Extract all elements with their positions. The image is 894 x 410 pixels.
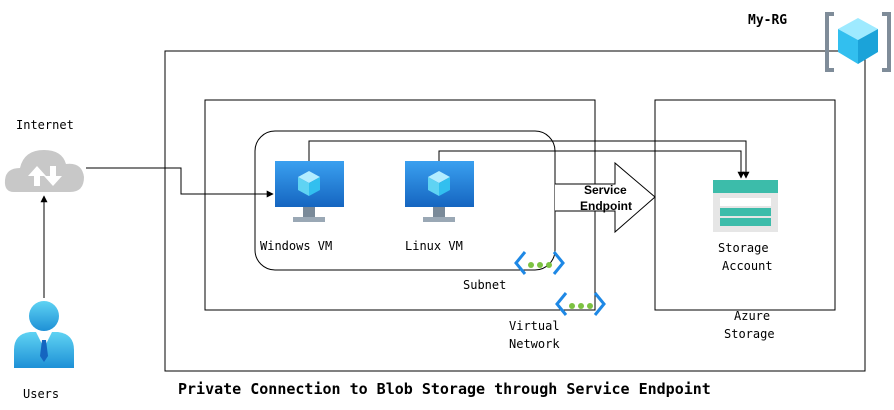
virtual-network-icon	[555, 292, 606, 316]
virtual-machine-icon	[275, 161, 344, 222]
linux-vm-label: Linux VM	[405, 239, 463, 253]
virtual-network-label-line2: Network	[509, 337, 560, 351]
linux-vm-to-storage-arrow	[438, 150, 745, 179]
subnet-label: Subnet	[463, 278, 506, 292]
virtual-network-label-line1: Virtual	[509, 319, 560, 333]
subnet-icon	[514, 251, 565, 275]
azure-storage-boundary	[654, 99, 836, 311]
diagram-caption: Private Connection to Blob Storage throu…	[178, 380, 711, 398]
service-endpoint-label-line2: Endpoint	[580, 199, 632, 213]
storage-account-label-line2: Account	[722, 259, 773, 273]
resource-group-boundary	[164, 50, 866, 372]
storage-account-icon	[713, 180, 778, 232]
user-icon	[14, 301, 74, 368]
resource-group-label: My-RG	[748, 13, 787, 28]
storage-account-label-line1: Storage	[718, 241, 769, 255]
service-endpoint-arrow	[555, 161, 656, 234]
internet-label: Internet	[16, 118, 74, 132]
resource-group-icon	[825, 12, 891, 72]
users-label: Users	[23, 387, 59, 401]
service-endpoint-label-line1: Service	[584, 183, 627, 197]
azure-storage-label-line1: Azure	[734, 309, 770, 323]
windows-vm-label: Windows VM	[260, 239, 332, 253]
azure-storage-label-line2: Storage	[724, 327, 775, 341]
windows-vm-to-storage-arrow	[308, 140, 750, 179]
virtual-machine-icon	[405, 161, 474, 222]
internet-to-windows-vm-arrow	[86, 167, 274, 198]
cloud-upload-download-icon	[4, 150, 85, 192]
